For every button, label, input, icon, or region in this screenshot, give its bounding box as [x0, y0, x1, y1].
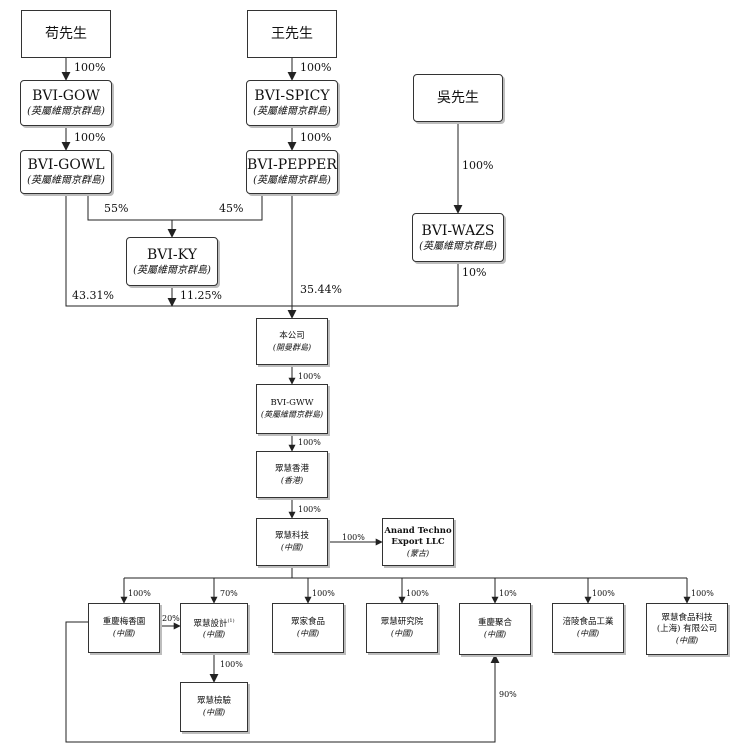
pct-gou-gow: 100%: [74, 61, 106, 74]
owner-mr-gou: 苟先生: [21, 10, 111, 58]
pct-spicy-pepper: 100%: [300, 131, 332, 144]
entity-name: 本公司: [279, 330, 305, 341]
entity-jurisdiction: (英屬維爾京群島): [27, 175, 105, 186]
pct-gowl-ky: 55%: [104, 202, 129, 215]
entity-name-line1: Anand Techno: [384, 525, 452, 536]
entity-jurisdiction: (中國): [280, 543, 304, 552]
pct-pepper-ky: 45%: [219, 202, 244, 215]
entity-zhonghui-shanghai: 眾慧食品科技 (上海) 有限公司 (中國): [646, 603, 728, 655]
pct-tech-jiaxiang: 100%: [312, 589, 335, 598]
entity-name: 眾家食品: [290, 617, 325, 627]
pct-hk-tech: 100%: [298, 505, 321, 514]
owner-mr-wu: 吳先生: [413, 74, 503, 122]
entity-company: 本公司 (開曼群島): [256, 318, 328, 365]
owner-name: 王先生: [271, 25, 313, 42]
pct-tech-anand: 100%: [342, 533, 365, 542]
entity-name: 眾慧檢驗: [196, 696, 231, 706]
entity-jurisdiction: (英屬維爾京群島): [419, 240, 497, 252]
entity-jurisdiction: (中國): [483, 630, 507, 639]
entity-name: BVI-KY: [147, 246, 197, 263]
pct-gww-hk: 100%: [298, 438, 321, 447]
entity-name: BVI-WAZS: [421, 222, 495, 239]
entity-bvi-ky: BVI-KY (英屬維爾京群島): [126, 237, 218, 286]
entity-name: 重慶聚合: [477, 618, 512, 628]
pct-wu-wazs: 100%: [462, 159, 494, 172]
pct-tech-meixiang: 100%: [128, 589, 151, 598]
entity-name: BVI-SPICY: [254, 88, 330, 104]
entity-zhonghui-testing: 眾慧檢驗 (中國): [180, 682, 248, 732]
entity-name-line1: 眾慧食品科技: [661, 612, 713, 623]
pct-company-gww: 100%: [298, 372, 321, 381]
entity-jurisdiction: (中國): [390, 629, 414, 638]
entity-name: BVI-GWW: [270, 398, 314, 408]
entity-fuling-food: 涪陵食品工業 (中國): [552, 603, 624, 653]
owner-name: 吳先生: [437, 89, 479, 106]
entity-jurisdiction: (開曼群島): [272, 342, 312, 352]
entity-jurisdiction: (蒙古): [406, 548, 430, 558]
entity-name: 眾慧設計: [193, 618, 228, 629]
entity-zhongjia-food: 眾家食品 (中國): [272, 603, 344, 653]
pct-wang-spicy: 100%: [300, 61, 332, 74]
entity-bvi-spicy: BVI-SPICY (英屬維爾京群島): [246, 80, 338, 126]
entity-name-line2: Export LLC: [391, 536, 445, 547]
entity-bvi-wazs: BVI-WAZS (英屬維爾京群島): [412, 213, 504, 262]
entity-bvi-gowl: BVI-GOWL (英屬維爾京群島): [20, 150, 112, 194]
entity-jurisdiction: (中國): [202, 708, 226, 717]
entity-name-row: 眾慧設計(1): [193, 616, 234, 630]
pct-ky-company: 11.25%: [180, 289, 222, 302]
entity-name: BVI-PEPPER: [247, 157, 337, 173]
entity-jurisdiction: (英屬維爾京群島): [253, 175, 331, 186]
footnote-marker: (1): [227, 617, 235, 624]
pct-tech-juhe: 10%: [499, 589, 517, 598]
owner-name: 苟先生: [45, 25, 87, 42]
entity-name: 眾慧研究院: [380, 617, 424, 627]
pct-tech-design: 70%: [220, 589, 238, 598]
entity-name: BVI-GOWL: [27, 157, 105, 173]
entity-jurisdiction: (中國): [576, 629, 600, 638]
pct-tech-fuling: 100%: [592, 589, 615, 598]
pct-gowl-company: 43.31%: [72, 289, 114, 302]
entity-zhonghui-research: 眾慧研究院 (中國): [366, 603, 438, 653]
entity-bvi-gww: BVI-GWW (英屬維爾京群島): [256, 384, 328, 434]
entity-name: 重慶梅香園: [102, 617, 146, 627]
entity-jurisdiction: (英屬維爾京群島): [260, 410, 324, 419]
entity-zhonghui-hk: 眾慧香港 (香港): [256, 451, 328, 498]
entity-zhonghui-tech: 眾慧科技 (中國): [256, 518, 328, 566]
entity-bvi-pepper: BVI-PEPPER (英屬維爾京群島): [246, 150, 338, 194]
entity-jurisdiction: (中國): [202, 630, 226, 640]
pct-meixiang-juhe: 90%: [499, 690, 517, 699]
entity-jurisdiction: (香港): [280, 475, 304, 485]
entity-name: 眾慧香港: [274, 463, 309, 474]
entity-jurisdiction: (英屬維爾京群島): [133, 264, 211, 276]
entity-bvi-gow: BVI-GOW (英屬維爾京群島): [20, 80, 112, 126]
entity-name: 涪陵食品工業: [562, 617, 614, 627]
entity-jurisdiction: (英屬維爾京群島): [253, 106, 331, 117]
pct-design-testing: 100%: [220, 660, 243, 669]
entity-name: BVI-GOW: [32, 88, 100, 104]
pct-tech-research: 100%: [406, 589, 429, 598]
entity-anand-techno: Anand Techno Export LLC (蒙古): [382, 518, 454, 566]
pct-wazs-company: 10%: [462, 266, 487, 279]
pct-tech-shanghai: 100%: [691, 589, 714, 598]
entity-name: 眾慧科技: [274, 531, 309, 541]
owner-mr-wang: 王先生: [247, 10, 337, 58]
entity-jurisdiction: (中國): [675, 635, 699, 645]
pct-pepper-company: 35.44%: [300, 283, 342, 296]
entity-jurisdiction: (中國): [296, 629, 320, 638]
entity-jurisdiction: (中國): [112, 629, 136, 638]
entity-name-line2: (上海) 有限公司: [656, 623, 718, 634]
pct-gow-gowl: 100%: [74, 131, 106, 144]
entity-chongqing-meixiang: 重慶梅香園 (中國): [88, 603, 160, 653]
pct-meixiang-design: 20%: [162, 614, 180, 623]
entity-zhonghui-design: 眾慧設計(1) (中國): [180, 603, 248, 653]
entity-jurisdiction: (英屬維爾京群島): [27, 106, 105, 117]
entity-chongqing-juhe: 重慶聚合 (中國): [459, 603, 531, 655]
